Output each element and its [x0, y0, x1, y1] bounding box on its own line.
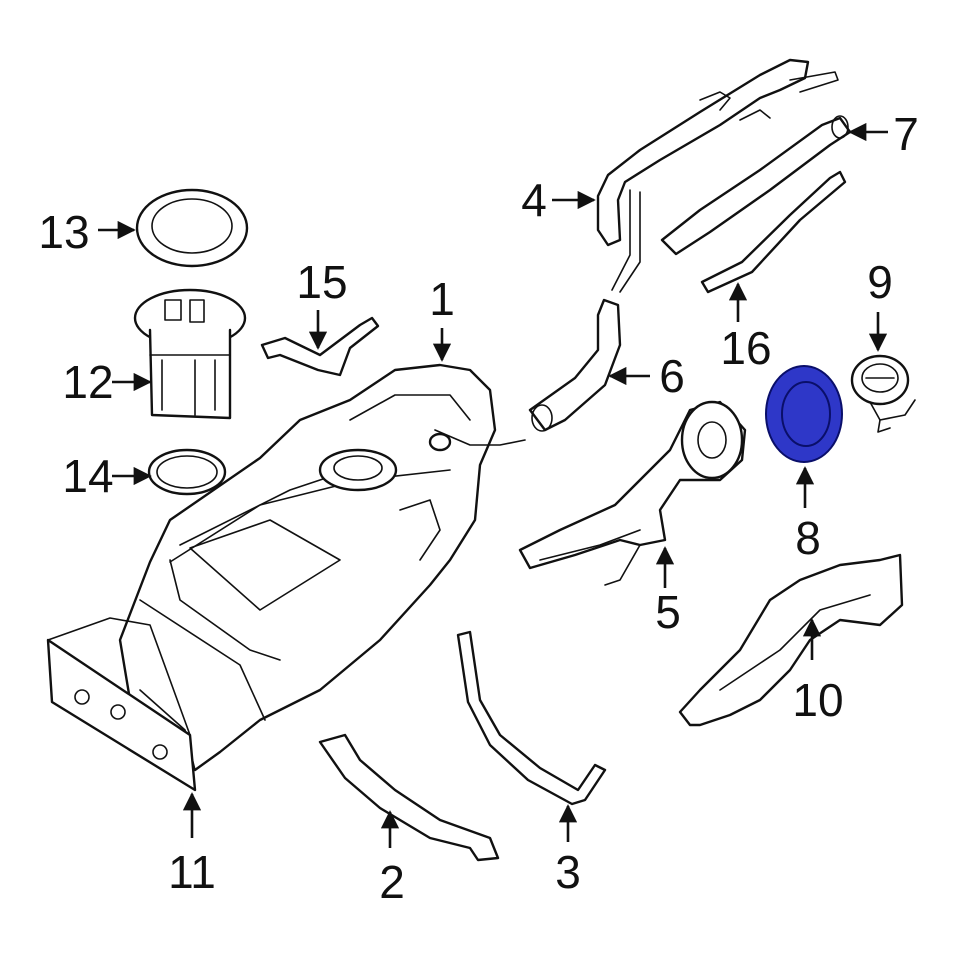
leader-lines	[98, 122, 888, 848]
tank-strap-rear[interactable]	[456, 630, 607, 806]
callout-6: 6	[659, 350, 685, 402]
callout-labels: 1 2 3 4 5 6 7 8 9 10 11 12 13 14 15 16	[38, 108, 918, 908]
vent-tube-small[interactable]	[700, 170, 847, 294]
callout-11: 11	[168, 846, 216, 898]
fuel-cap[interactable]	[850, 354, 916, 433]
callout-8: 8	[795, 512, 821, 564]
filler-seal-highlighted[interactable]	[765, 365, 843, 463]
filler-hose[interactable]	[528, 298, 622, 432]
callout-2: 2	[379, 856, 405, 908]
pump-gasket[interactable]	[147, 448, 227, 496]
callout-10: 10	[792, 674, 843, 726]
callout-12: 12	[62, 356, 113, 408]
fuel-line-connector[interactable]	[260, 316, 380, 377]
heat-shield[interactable]	[46, 617, 197, 792]
callout-15: 15	[296, 256, 347, 308]
tank-strap-front[interactable]	[318, 733, 500, 862]
callout-16: 16	[720, 322, 771, 374]
seal-inner-ring	[781, 381, 831, 447]
callout-7: 7	[893, 108, 919, 160]
fuel-pump-module[interactable]	[133, 288, 247, 420]
callout-4: 4	[521, 174, 547, 226]
callout-14: 14	[62, 450, 113, 502]
filler-pipe[interactable]	[596, 58, 839, 293]
callout-13: 13	[38, 206, 89, 258]
fuel-tank[interactable]	[118, 363, 526, 772]
pump-lock-ring[interactable]	[135, 188, 249, 268]
callout-9: 9	[867, 256, 893, 308]
callout-3: 3	[555, 846, 581, 898]
callout-1: 1	[429, 273, 455, 325]
callout-5: 5	[655, 586, 681, 638]
filler-neck-assembly[interactable]	[518, 400, 747, 586]
filler-splash-shield[interactable]	[678, 553, 904, 727]
